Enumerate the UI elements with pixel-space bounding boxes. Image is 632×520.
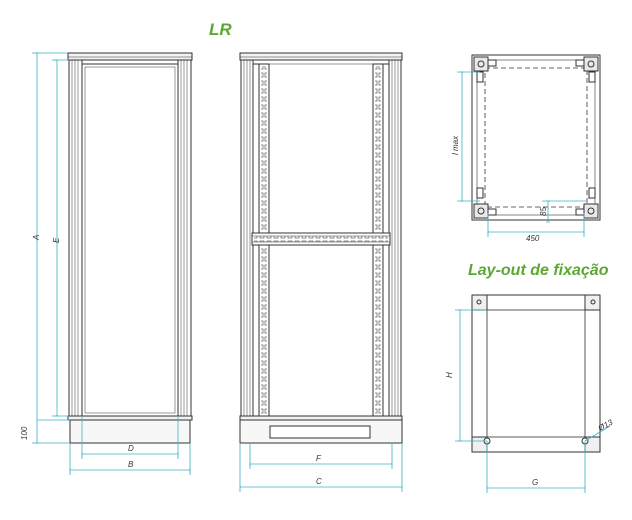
dimension-D: D xyxy=(128,444,134,453)
fixing-layout-dimensions xyxy=(455,309,611,493)
dimension-A: A xyxy=(32,235,41,241)
dimension-E: E xyxy=(52,237,61,243)
dimension-G: G xyxy=(532,478,538,487)
dimension-hole-diameter: Ø13 xyxy=(596,417,615,433)
diagram-title: LR xyxy=(209,20,232,39)
fixing-layout-plan xyxy=(471,294,601,453)
dimension-85: 85 xyxy=(539,207,548,216)
side-dimensions xyxy=(239,443,403,492)
dimension-l-max: l max xyxy=(451,135,460,155)
cabinet-side-view xyxy=(239,52,403,444)
cabinet-front-view xyxy=(67,52,193,444)
layout-title: Lay-out de fixação xyxy=(468,262,609,279)
front-dimensions xyxy=(32,52,191,475)
dimension-F: F xyxy=(316,454,322,463)
dimension-B: B xyxy=(128,460,134,469)
dimension-C: C xyxy=(316,477,322,486)
top-view-dimensions xyxy=(457,71,586,237)
dimension-base-height: 100 xyxy=(20,426,29,440)
dimension-H: H xyxy=(445,372,454,378)
cabinet-top-view xyxy=(471,54,601,221)
dimension-450: 450 xyxy=(526,234,540,243)
